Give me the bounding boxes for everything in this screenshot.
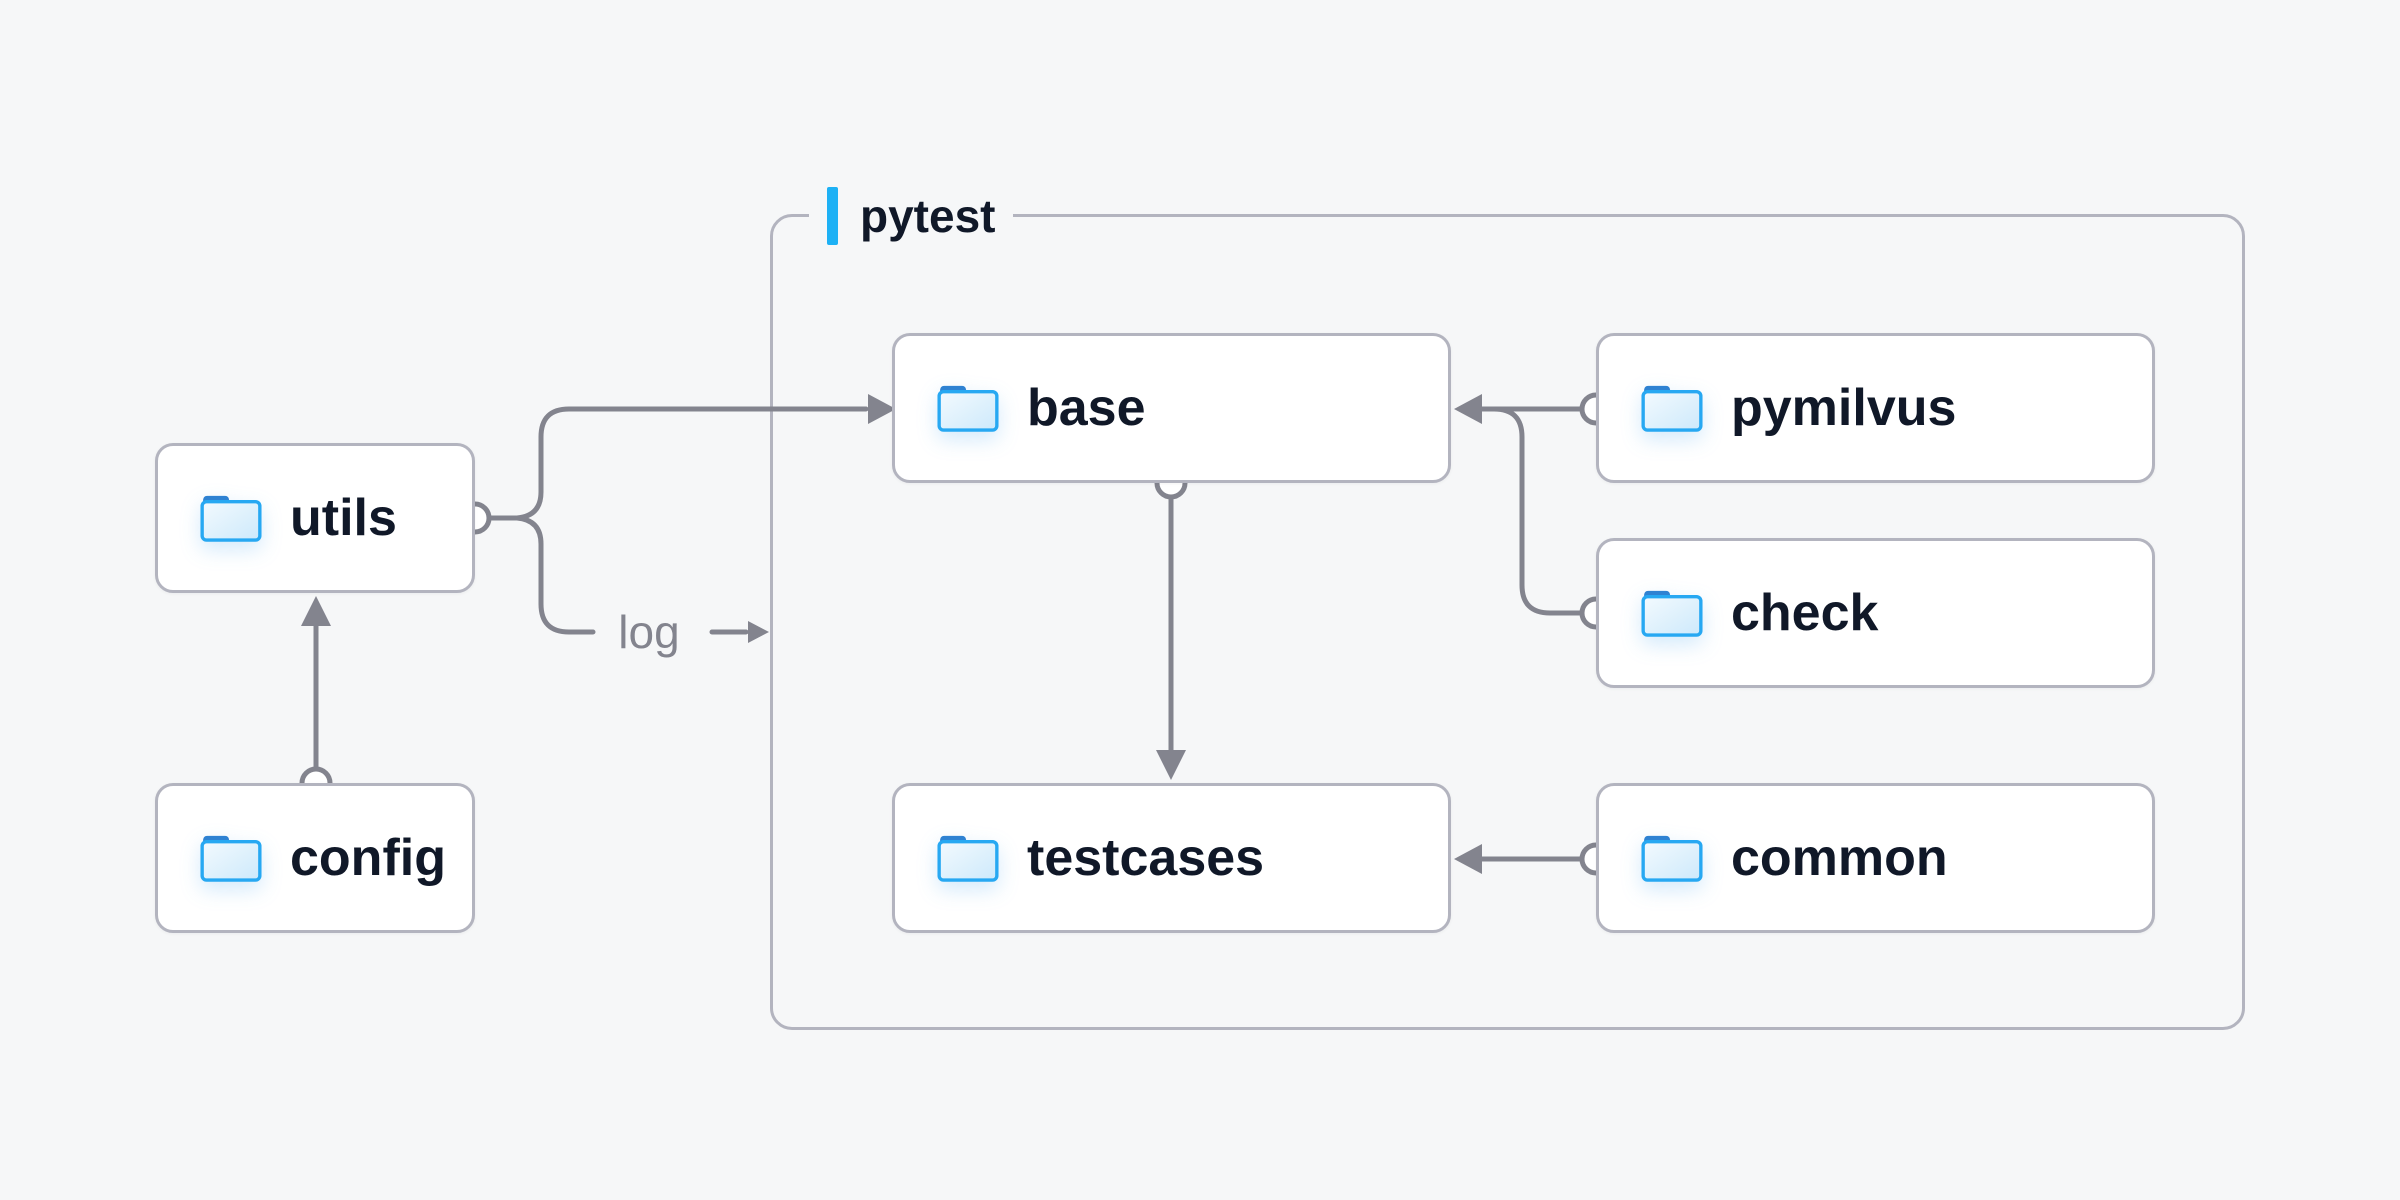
log-edge-label: log — [618, 606, 680, 658]
folder-icon — [1641, 590, 1703, 637]
accent-bar-icon — [827, 187, 838, 245]
folder-icon — [937, 385, 999, 432]
folder-icon — [200, 495, 262, 542]
node-label: pymilvus — [1731, 379, 1957, 437]
node-label: testcases — [1027, 829, 1265, 887]
pytest-group-label: pytest — [809, 184, 1014, 248]
node-common: common — [1596, 783, 2155, 933]
node-label: config — [290, 829, 446, 887]
node-label: utils — [290, 489, 397, 547]
folder-icon — [200, 835, 262, 882]
node-label: common — [1731, 829, 1948, 887]
node-base: base — [892, 333, 1451, 483]
edge-config-utils — [299, 596, 333, 800]
folder-icon — [1641, 835, 1703, 882]
node-config: config — [155, 783, 475, 933]
arrowhead — [301, 596, 331, 626]
folder-icon — [937, 835, 999, 882]
arrowhead — [748, 621, 769, 643]
node-label: check — [1731, 584, 1879, 642]
pytest-group: pytest — [770, 184, 2245, 1030]
node-check: check — [1596, 538, 2155, 688]
folder-icon — [1641, 385, 1703, 432]
node-testcases: testcases — [892, 783, 1451, 933]
node-utils: utils — [155, 443, 475, 593]
node-pymilvus: pymilvus — [1596, 333, 2155, 483]
node-label: base — [1027, 379, 1146, 437]
pytest-group-title: pytest — [860, 190, 996, 242]
